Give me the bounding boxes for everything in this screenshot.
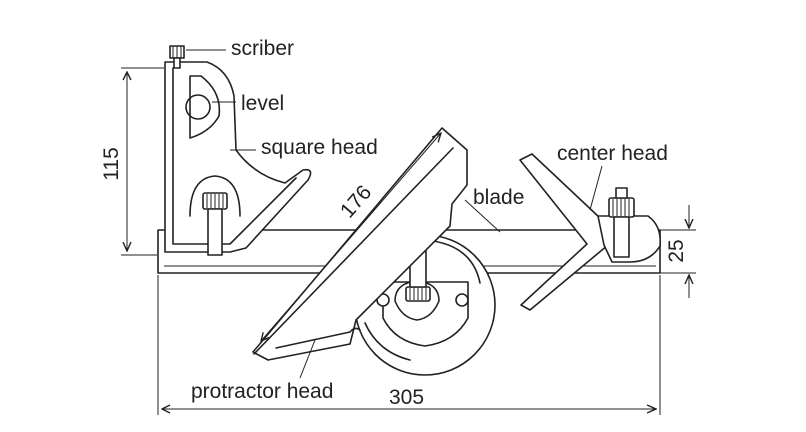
dimension-305: 305: [389, 386, 424, 409]
label-protractor-head: protractor head: [191, 380, 333, 403]
center-head-part: [519, 153, 662, 311]
label-level: level: [241, 92, 284, 115]
dimension-25: 25: [665, 239, 688, 262]
label-scriber: scriber: [231, 37, 294, 60]
leader-lines: [186, 49, 603, 379]
label-center-head: center head: [557, 142, 668, 165]
label-square-head: square head: [261, 136, 378, 159]
label-blade: blade: [473, 186, 524, 209]
dimension-115: 115: [100, 147, 123, 180]
dimension-lines: [121, 67, 696, 415]
